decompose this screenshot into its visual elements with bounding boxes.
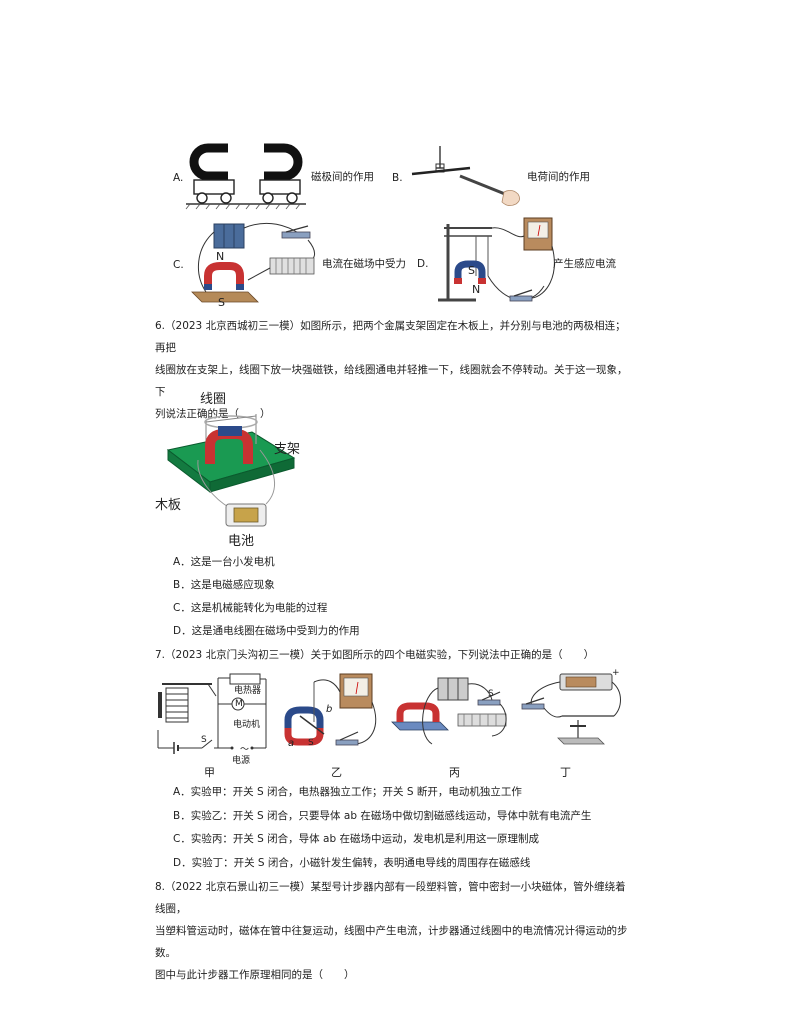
q5-figure-d-s-label: S bbox=[468, 264, 475, 277]
q6-stem: 6.（2023 北京西城初三一模）如图所示，把两个金属支架固定在木板上，并分别与… bbox=[155, 315, 635, 425]
q5-option-d-caption: 产生感应电流 bbox=[553, 258, 616, 270]
q7-caption-bing: 丙 bbox=[449, 766, 460, 779]
q7-jia-motor-label: 电动机 bbox=[233, 720, 261, 730]
q6-figure-bracket-label: 支架 bbox=[274, 442, 301, 457]
q5-figure-b-charged-rod bbox=[411, 146, 520, 206]
q5-figure-d-n-label: N bbox=[472, 283, 481, 296]
q7-jia-switch-label: S bbox=[201, 735, 207, 745]
q5-figure-c-n-label: N bbox=[216, 250, 225, 263]
q8-stem-line: 当塑料管运动时，磁体在管中往复运动，线圈中产生电流，计步器通过线圈中的电流情况计… bbox=[155, 925, 628, 959]
q6-option-a[interactable]: A．这是一台小发电机 bbox=[173, 556, 275, 568]
q8-stem-line: 8.（2022 北京石景山初三一模）某型号计步器内部有一段塑料管，管中密封一小块… bbox=[155, 881, 626, 915]
q7-ding-plus-label: + bbox=[612, 668, 620, 678]
q6-figure-coil-motor bbox=[166, 414, 296, 527]
q6-option-d[interactable]: D．这是通电线圈在磁场中受到力的作用 bbox=[173, 625, 360, 637]
q7-yi-s-label: S bbox=[308, 738, 314, 748]
q5-figure-c-s-label: S bbox=[218, 296, 225, 309]
q5-option-a-caption: 磁极间的作用 bbox=[311, 171, 374, 183]
q5-option-b-letter: B. bbox=[392, 172, 403, 184]
q7-jia-heater-label: 电热器 bbox=[234, 686, 262, 696]
q7-jia-ac-symbol: ～ bbox=[240, 745, 250, 755]
q8-stem-line: 图中与此计步器工作原理相同的是（ ） bbox=[155, 969, 355, 981]
q7-jia-motor-symbol: M bbox=[235, 699, 243, 709]
q5-option-a-letter: A. bbox=[173, 172, 184, 184]
q6-figure-battery-label: 电池 bbox=[228, 534, 255, 549]
q6-figure-board-label: 木板 bbox=[155, 498, 182, 513]
q5-figure-a-magnet-carts bbox=[185, 143, 306, 210]
q5-option-b-caption: 电荷间的作用 bbox=[527, 171, 590, 183]
q5-figure-c-motor-experiment bbox=[191, 222, 316, 303]
q7-jia-source-label: 电源 bbox=[232, 756, 251, 766]
q7-option-a[interactable]: A．实验甲：开关 S 闭合，电热器独立工作；开关 S 断开，电动机独立工作 bbox=[173, 786, 522, 798]
q7-caption-yi: 乙 bbox=[331, 766, 342, 779]
q7-caption-ding: 丁 bbox=[560, 766, 571, 779]
q6-stem-line: 6.（2023 北京西城初三一模）如图所示，把两个金属支架固定在木板上，并分别与… bbox=[155, 320, 626, 354]
q7-caption-jia: 甲 bbox=[204, 766, 215, 779]
q7-yi-b-label: b bbox=[326, 704, 333, 715]
q6-stem-line: 线圈放在支架上，线圈下放一块强磁铁，给线圈通电并轻推一下，线圈就会不停转动。关于… bbox=[155, 364, 628, 398]
q5-option-c-caption: 电流在磁场中受力 bbox=[322, 258, 406, 270]
q5-option-c-letter: C. bbox=[173, 259, 184, 271]
q6-option-b[interactable]: B．这是电磁感应现象 bbox=[173, 579, 275, 591]
q5-option-d-letter: D. bbox=[417, 258, 429, 270]
q7-yi-a-label: a bbox=[288, 738, 295, 749]
q7-stem: 7.（2023 北京门头沟初三一模）关于如图所示的四个电磁实验，下列说法中正确的… bbox=[155, 649, 595, 661]
q7-figure-yi-induction-experiment bbox=[284, 673, 377, 746]
q7-option-b[interactable]: B．实验乙：开关 S 闭合，只要导体 ab 在磁场中做切割磁感线运动，导体中就有… bbox=[173, 810, 592, 822]
q8-stem: 8.（2022 北京石景山初三一模）某型号计步器内部有一段塑料管，管中密封一小块… bbox=[155, 876, 635, 986]
q7-option-d[interactable]: D．实验丁：开关 S 闭合，小磁针发生偏转，表明通电导线的周围存在磁感线 bbox=[173, 857, 531, 869]
q7-figure-jia-relay-circuit bbox=[157, 673, 267, 754]
q6-figure-coil-label: 线圈 bbox=[200, 392, 227, 407]
q6-option-c[interactable]: C．这是机械能转化为电能的过程 bbox=[173, 602, 328, 614]
q7-bing-s-label: S bbox=[488, 689, 494, 699]
q7-figure-bing-motor-experiment bbox=[391, 677, 507, 745]
q7-option-c[interactable]: C．实验丙：开关 S 闭合，导体 ab 在磁场中运动，发电机是利用这一原理制成 bbox=[173, 833, 539, 845]
q5-figure-d-induction-experiment bbox=[438, 217, 555, 302]
q7-figure-ding-oersted-experiment bbox=[521, 673, 621, 745]
